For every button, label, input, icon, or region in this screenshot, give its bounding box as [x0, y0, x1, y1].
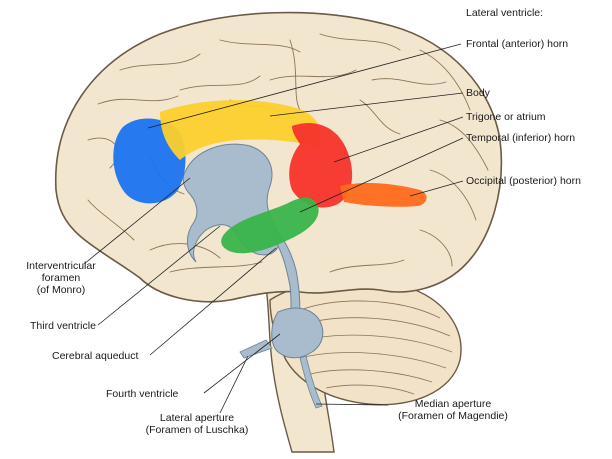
leader-lines — [83, 43, 464, 414]
temporal-horn-region — [221, 197, 319, 254]
label-third-ventricle: Third ventricle — [30, 320, 96, 332]
label-lateral-aperture: Lateral aperture (Foramen of Luschka) — [145, 412, 249, 436]
cerebral-gyri — [87, 33, 489, 273]
lateral-aperture-shape — [239, 339, 273, 359]
label-body: Body — [466, 87, 490, 99]
occipital-horn-region — [340, 183, 427, 207]
label-median-aperture: Median aperture (Foramen of Magendie) — [398, 398, 508, 422]
trigone-region — [289, 122, 353, 208]
label-trigone: Trigone or atrium — [466, 111, 546, 123]
cerebrum — [54, 11, 503, 303]
label-fourth-ventricle: Fourth ventricle — [106, 388, 179, 400]
label-temporal-horn: Temporal (inferior) horn — [466, 132, 576, 144]
fourth-ventricle-shape — [271, 307, 324, 359]
median-aperture-shape — [299, 355, 323, 409]
label-occipital-horn: Occipital (posterior) horn — [466, 175, 581, 187]
label-cerebral-aqueduct: Cerebral aqueduct — [52, 350, 139, 362]
label-lateral-ventricle-heading: Lateral ventricle: — [466, 7, 544, 19]
label-interventricular-foramen: Interventricular foramen (of Monro) — [26, 260, 96, 296]
label-frontal-horn: Frontal (anterior) horn — [466, 38, 569, 50]
